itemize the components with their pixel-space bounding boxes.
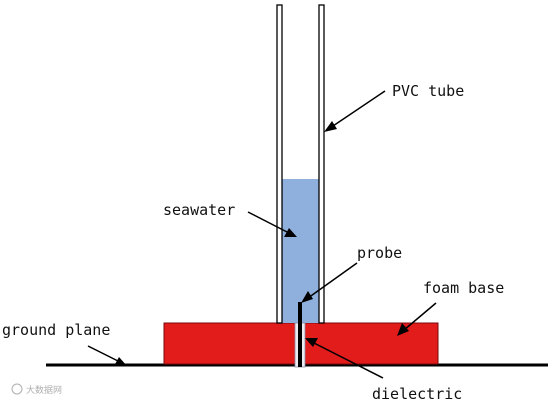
leader-ground-plane bbox=[87, 345, 127, 366]
watermark-text: 大数据网 bbox=[26, 384, 62, 396]
pvc-tube-left-wall bbox=[276, 4, 283, 324]
label-probe: probe bbox=[357, 244, 402, 262]
watermark-logo-icon bbox=[11, 383, 23, 395]
label-ground-plane: ground plane bbox=[2, 321, 110, 339]
leader-foam-base bbox=[397, 302, 437, 336]
leader-probe bbox=[301, 262, 358, 303]
watermark: 大数据网 bbox=[11, 383, 62, 396]
leader-pvc-tube bbox=[324, 90, 386, 132]
label-foam-base: foam base bbox=[423, 279, 504, 297]
probe-conductor bbox=[298, 302, 302, 367]
label-pvc-tube: PVC tube bbox=[392, 82, 464, 100]
pvc-tube-right-wall bbox=[318, 4, 325, 324]
label-dielectric: dielectric bbox=[372, 385, 462, 403]
leader-seawater bbox=[247, 211, 297, 237]
label-seawater: seawater bbox=[163, 201, 235, 219]
leader-dielectric bbox=[305, 338, 384, 379]
seawater-column bbox=[282, 179, 319, 323]
